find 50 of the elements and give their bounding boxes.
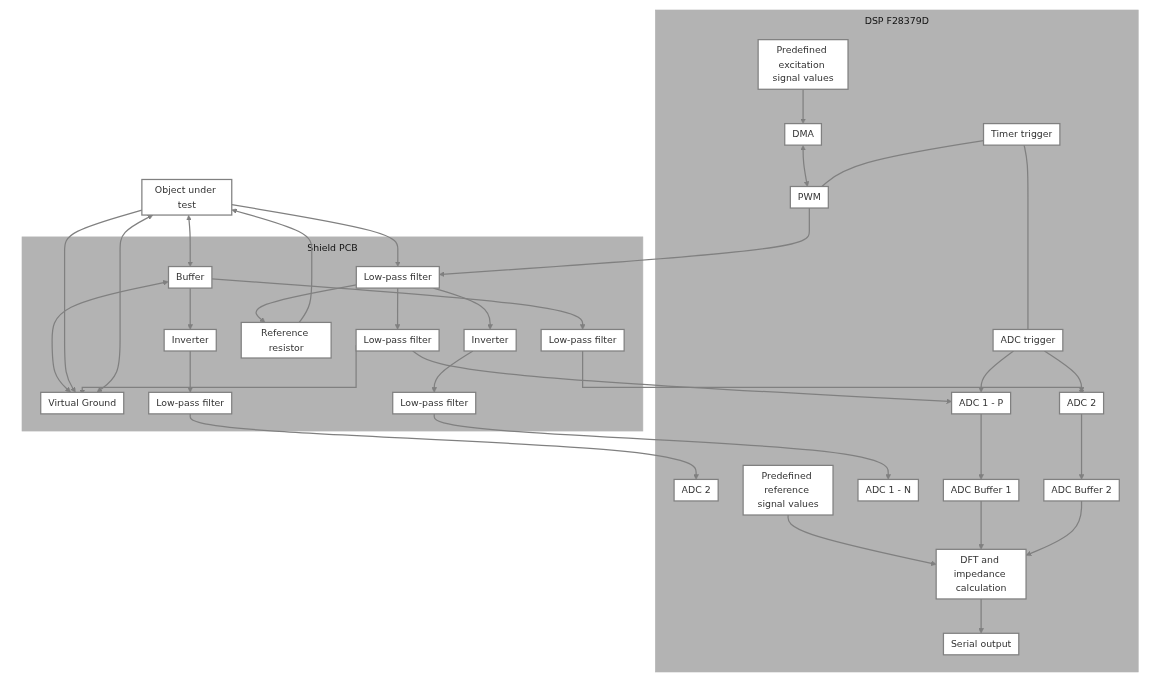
arrow [787, 514, 937, 566]
node-box: ADC trigger [992, 328, 1064, 352]
arrow [800, 88, 806, 124]
arrow [96, 214, 153, 393]
arrow [978, 413, 984, 480]
node-box: PWM [789, 185, 829, 209]
connector [1023, 144, 1029, 331]
node-box: Reference resistor [240, 321, 332, 359]
arrow [1078, 413, 1085, 480]
node-box: DMA [784, 122, 822, 146]
arrow [978, 350, 1014, 393]
node-box: Low-pass filter [391, 391, 477, 415]
node-box: Object under test [141, 178, 233, 216]
node-box: Serial output [942, 632, 1020, 656]
node-box: Timer trigger [982, 122, 1061, 146]
arrow [978, 598, 984, 634]
node-box: Predefined excitation signal values [757, 39, 849, 90]
node-box: Buffer [167, 265, 213, 289]
arrow [255, 284, 357, 323]
arrow [978, 500, 984, 550]
arrow [187, 287, 193, 330]
arrow [51, 280, 169, 393]
arrow [187, 350, 193, 393]
arrow [189, 413, 699, 480]
arrow [1043, 350, 1085, 393]
node-box: Low-pass filter [540, 328, 625, 352]
node-box: Virtual Ground [39, 391, 125, 415]
node-box: ADC Buffer 2 [1043, 478, 1120, 502]
arrow [411, 350, 952, 405]
node-box: Inverter [163, 328, 217, 352]
arrow [186, 215, 193, 267]
node-box: Predefined reference signal values [742, 464, 834, 516]
node-box: ADC 1 - P [950, 391, 1012, 415]
arrow [231, 208, 313, 324]
node-box: ADC Buffer 1 [942, 478, 1020, 502]
node-box: Low-pass filter [355, 328, 440, 352]
node-box: Low-pass filter [147, 391, 233, 415]
arrow [211, 278, 586, 330]
arrow [231, 204, 401, 267]
node-box: ADC 1 - N [857, 478, 919, 502]
node-box: Low-pass filter [355, 265, 440, 289]
arrow [1025, 500, 1083, 556]
node-box: DFT and impedance calculation [935, 548, 1027, 600]
arrow [433, 413, 891, 480]
node-box: ADC 2 [673, 478, 719, 502]
arrow [431, 350, 474, 393]
arrow [394, 287, 401, 330]
node-box: ADC 2 [1058, 391, 1105, 415]
arrow [800, 145, 810, 187]
node-box: Inverter [463, 328, 517, 352]
